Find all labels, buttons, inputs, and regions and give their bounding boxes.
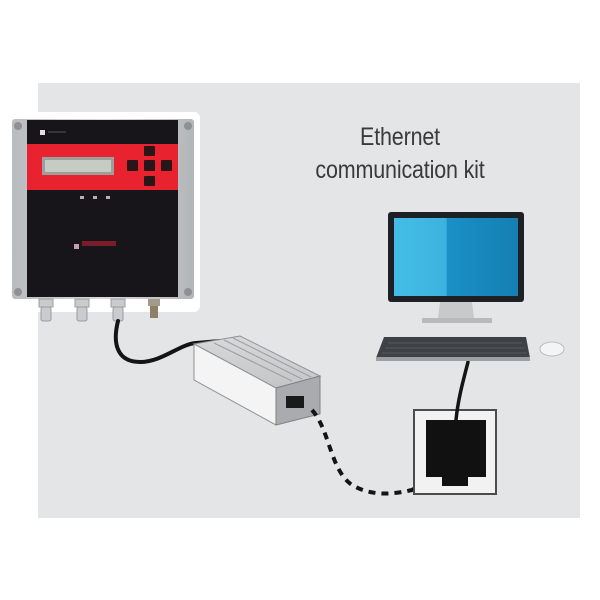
computer-icon — [376, 212, 565, 361]
dashed-cable-adapter-to-socket — [310, 408, 432, 496]
adapter-box-icon — [192, 335, 322, 426]
cable-socket-to-computer — [454, 360, 470, 422]
cable-controller-to-adapter — [113, 319, 222, 365]
title-line-1: Ethernet — [360, 123, 440, 151]
title-line-2: communication kit — [315, 156, 485, 184]
ethernet-socket-icon — [413, 409, 497, 495]
controller-icon — [4, 112, 200, 322]
diagram-title: Ethernet communication kit — [288, 121, 512, 187]
